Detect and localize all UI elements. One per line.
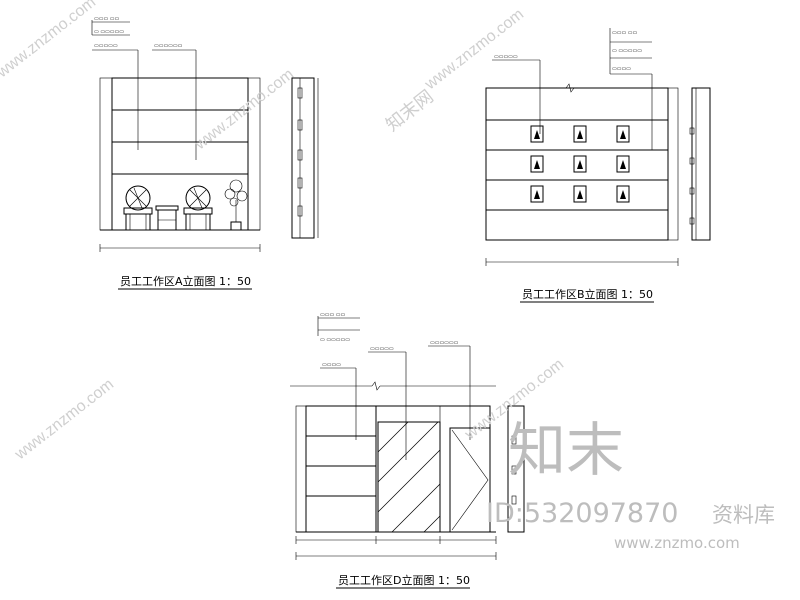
watermark-url-1: www.znzmo.com: [0, 0, 99, 82]
watermark-url-4: www.znzmo.com: [11, 376, 117, 464]
watermark-lib-label: 资料库: [712, 503, 775, 527]
picture-frames: [530, 125, 630, 203]
svg-text:▭▭▭ ▭▭: ▭▭▭ ▭▭: [320, 312, 345, 318]
hatched-panel: [377, 421, 441, 533]
elevation-d: ▭▭▭ ▭▭ ▭ ▭▭▭▭▭ ▭▭▭▭ ▭▭▭▭▭ ▭▭▭▭▭▭ 员工工作区D立…: [290, 312, 525, 589]
svg-text:▭ ▭▭▭▭▭: ▭ ▭▭▭▭▭: [612, 48, 642, 54]
svg-text:▭▭▭▭▭: ▭▭▭▭▭: [494, 54, 518, 60]
watermark: www.znzmo.com www.znzmo.com www.znzmo.co…: [0, 0, 775, 552]
armchair-left: [123, 185, 153, 230]
elevation-a: ▭▭▭ ▭▭ ▭ ▭▭▭▭▭ ▭▭▭▭▭ ▭▭▭▭▭▭: [91, 16, 319, 290]
title-elevation-a: 员工工作区A立面图 1：50: [120, 274, 251, 288]
elevation-b: ▭▭▭▭▭ ▭▭▭ ▭▭ ▭ ▭▭▭▭▭ ▭▭▭▭ 员工工作区B立面图 1：50: [485, 28, 711, 303]
watermark-url-3: www.znzmo.com: [421, 6, 527, 94]
svg-text:▭▭▭▭: ▭▭▭▭: [612, 66, 631, 72]
svg-text:▭ ▭▭▭▭▭: ▭ ▭▭▭▭▭: [94, 29, 124, 35]
title-elevation-b: 员工工作区B立面图 1：50: [522, 287, 653, 301]
svg-text:▭▭▭▭▭: ▭▭▭▭▭: [94, 43, 118, 49]
svg-text:▭▭▭ ▭▭: ▭▭▭ ▭▭: [612, 30, 637, 36]
watermark-brand-cn: 知末: [508, 416, 624, 484]
svg-text:▭▭▭ ▭▭: ▭▭▭ ▭▭: [94, 16, 119, 22]
armchair-right: [183, 185, 213, 230]
svg-text:▭▭▭▭▭▭: ▭▭▭▭▭▭: [154, 43, 183, 49]
title-elevation-d: 员工工作区D立面图 1：50: [338, 573, 470, 587]
watermark-small-brand: 知末网: [382, 86, 437, 135]
svg-text:▭▭▭▭▭▭: ▭▭▭▭▭▭: [430, 340, 459, 346]
side-table: [155, 205, 179, 230]
svg-text:▭▭▭▭: ▭▭▭▭: [322, 362, 341, 368]
watermark-url-main: www.znzmo.com: [614, 534, 740, 552]
watermark-id: ID:532097870: [486, 498, 678, 529]
potted-plant: [224, 179, 248, 231]
svg-text:▭ ▭▭▭▭▭: ▭ ▭▭▭▭▭: [320, 337, 350, 343]
svg-text:▭▭▭▭▭: ▭▭▭▭▭: [370, 346, 394, 352]
